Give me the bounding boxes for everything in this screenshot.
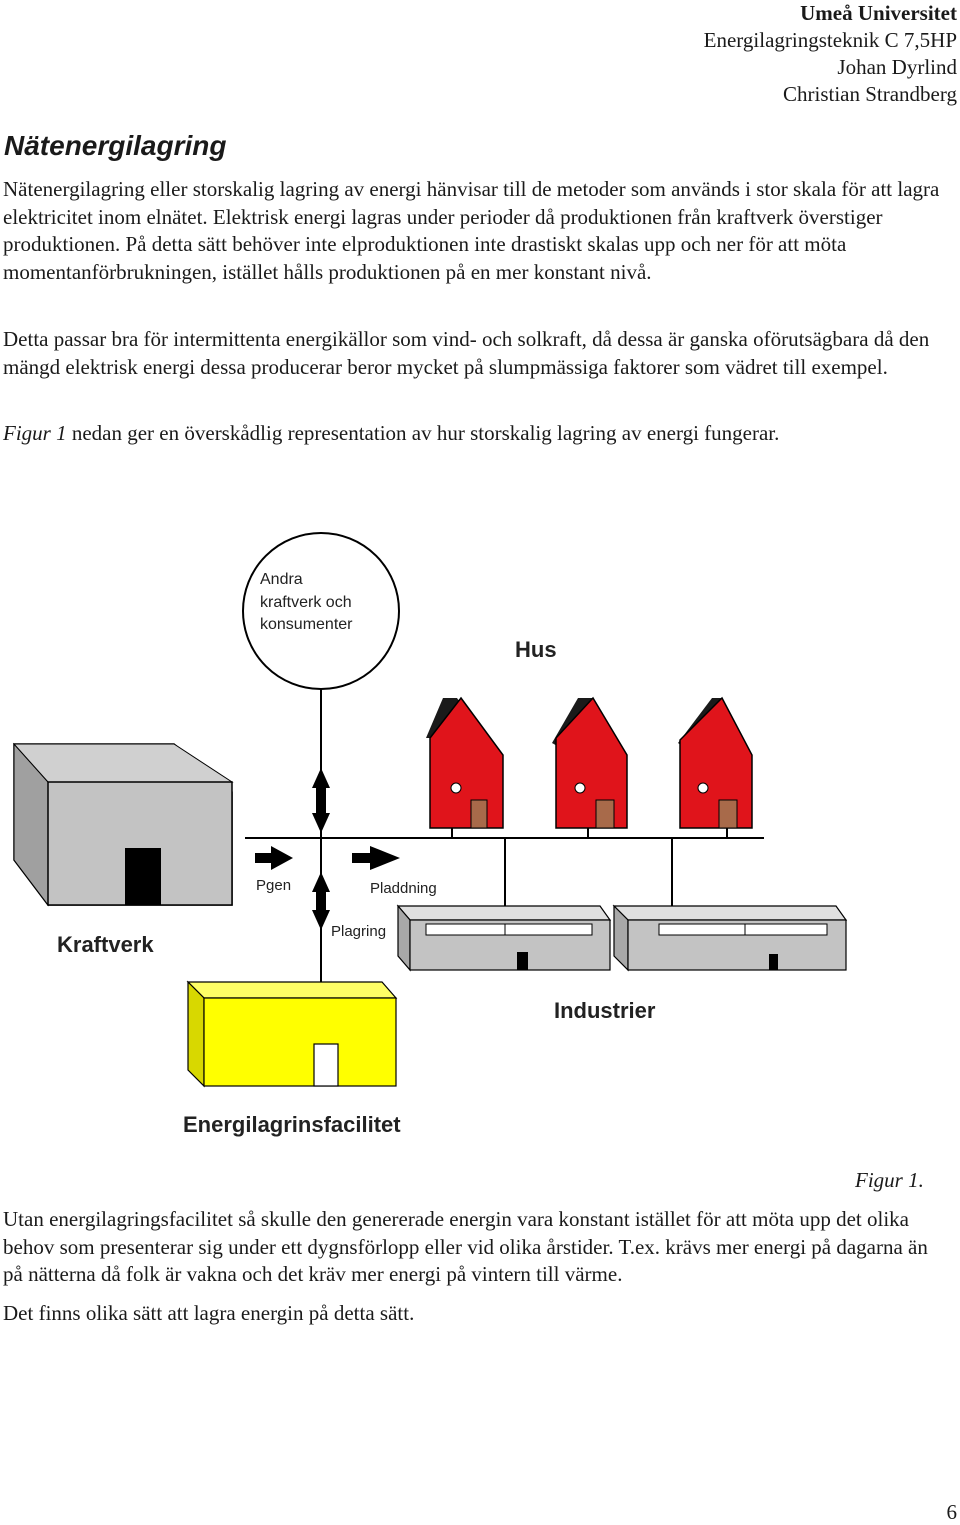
pgen-label: Pgen — [256, 877, 291, 894]
pladdning-label: Pladdning — [370, 880, 437, 897]
page-number: 6 — [946, 1500, 958, 1524]
course-name: Energilagringsteknik C 7,5HP — [703, 28, 957, 52]
other-plants-circle: Andra kraftverk och konsumenter — [242, 532, 400, 690]
paragraph-intermittent: Detta passar bra för intermittenta energ… — [3, 327, 930, 379]
pgen-arrow — [255, 846, 293, 870]
houses-label: Hus — [515, 637, 557, 662]
document-header: Umeå Universitet Energilagringsteknik C … — [704, 0, 957, 108]
section-heading: Nätenergilagring — [4, 130, 227, 161]
house — [426, 696, 504, 829]
up-down-arrow — [312, 768, 330, 833]
pladdning-arrow — [352, 846, 400, 870]
power-plant — [12, 742, 234, 907]
plagring-label: Plagring — [331, 923, 386, 940]
storage-label: Energilagrinsfacilitet — [183, 1112, 401, 1137]
paragraph-figure-reference: Figur 1 nedan ger en överskådlig represe… — [3, 420, 951, 448]
paragraph-intro: Nätenergilagring eller storskalig lagrin… — [3, 177, 940, 284]
industries-label: Industrier — [554, 998, 656, 1023]
author-name: Johan Dyrlind — [837, 55, 957, 79]
grid-diagram: Andra kraftverk och konsumenter — [12, 532, 848, 1137]
industry-building — [396, 904, 612, 972]
storage-facility — [186, 980, 398, 1088]
grid-lines — [245, 689, 764, 1000]
university-name: Umeå Universitet — [800, 1, 957, 25]
paragraph-methods: Det finns olika sätt att lagra energin p… — [3, 1301, 415, 1325]
author-name: Christian Strandberg — [782, 82, 957, 106]
circle-label: konsumenter — [260, 616, 353, 633]
house — [678, 696, 753, 829]
paragraph-without-storage: Utan energilagringsfacilitet så skulle d… — [3, 1207, 928, 1286]
power-plant-label: Kraftverk — [57, 932, 154, 957]
figure-caption: Figur 1. — [855, 1168, 924, 1192]
circle-label: kraftverk och — [260, 594, 352, 611]
industry-building — [612, 904, 848, 972]
up-down-arrow — [312, 872, 330, 930]
figure-grid-storage: Andra kraftverk och konsumenter — [0, 520, 960, 1160]
figure-reference: Figur 1 — [3, 421, 67, 445]
house — [552, 696, 628, 829]
paragraph-text: nedan ger en överskådlig representation … — [66, 421, 780, 445]
circle-label: Andra — [260, 571, 303, 588]
